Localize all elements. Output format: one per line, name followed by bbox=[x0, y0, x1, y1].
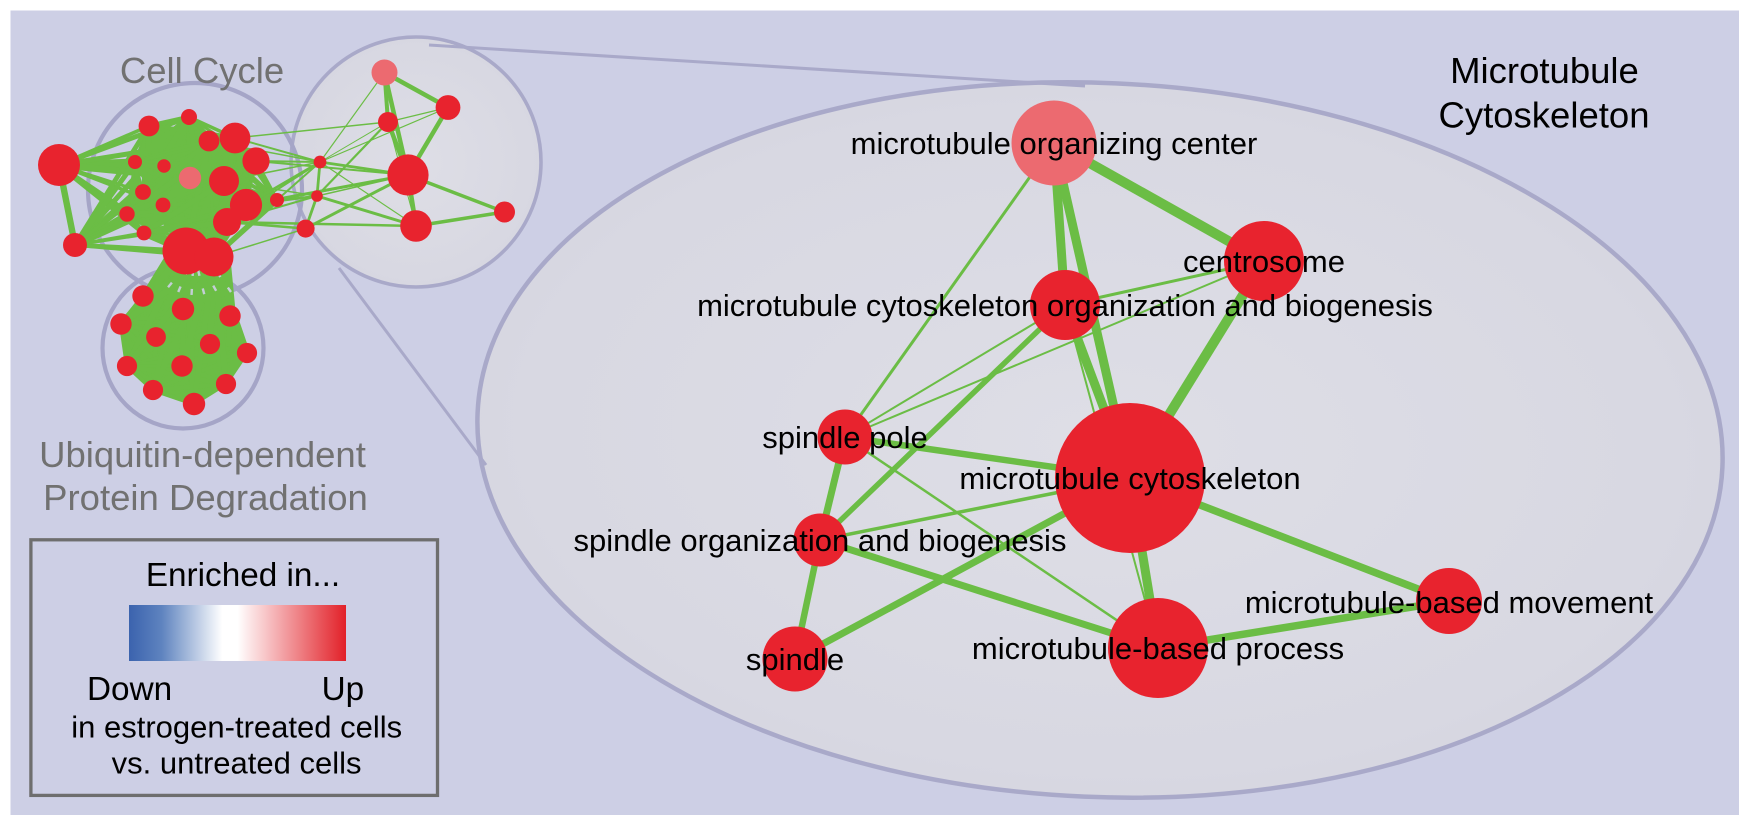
svg-text:vs. untreated cells: vs. untreated cells bbox=[112, 746, 362, 781]
svg-text:spindle pole: spindle pole bbox=[762, 420, 927, 455]
svg-text:microtubule-based movement: microtubule-based movement bbox=[1245, 585, 1654, 620]
svg-text:Microtubule: Microtubule bbox=[1450, 50, 1639, 91]
svg-text:Cell Cycle: Cell Cycle bbox=[120, 50, 284, 91]
svg-text:Protein Degradation: Protein Degradation bbox=[43, 477, 368, 518]
svg-text:centrosome: centrosome bbox=[1183, 244, 1345, 279]
svg-text:microtubule organizing center: microtubule organizing center bbox=[851, 126, 1258, 161]
svg-text:microtubule cytoskeleton organ: microtubule cytoskeleton organization an… bbox=[697, 288, 1433, 323]
svg-text:spindle: spindle bbox=[746, 642, 844, 677]
svg-text:Down: Down bbox=[87, 671, 172, 708]
svg-text:Up: Up bbox=[322, 671, 365, 708]
svg-text:microtubule-based process: microtubule-based process bbox=[972, 631, 1344, 666]
svg-text:Ubiquitin-dependent: Ubiquitin-dependent bbox=[39, 434, 366, 475]
svg-text:Enriched in...: Enriched in... bbox=[146, 557, 340, 594]
svg-text:spindle organization and bioge: spindle organization and biogenesis bbox=[574, 523, 1067, 558]
svg-text:Cytoskeleton: Cytoskeleton bbox=[1439, 94, 1650, 135]
svg-text:in estrogen-treated cells: in estrogen-treated cells bbox=[71, 710, 402, 745]
svg-text:microtubule cytoskeleton: microtubule cytoskeleton bbox=[959, 461, 1300, 496]
